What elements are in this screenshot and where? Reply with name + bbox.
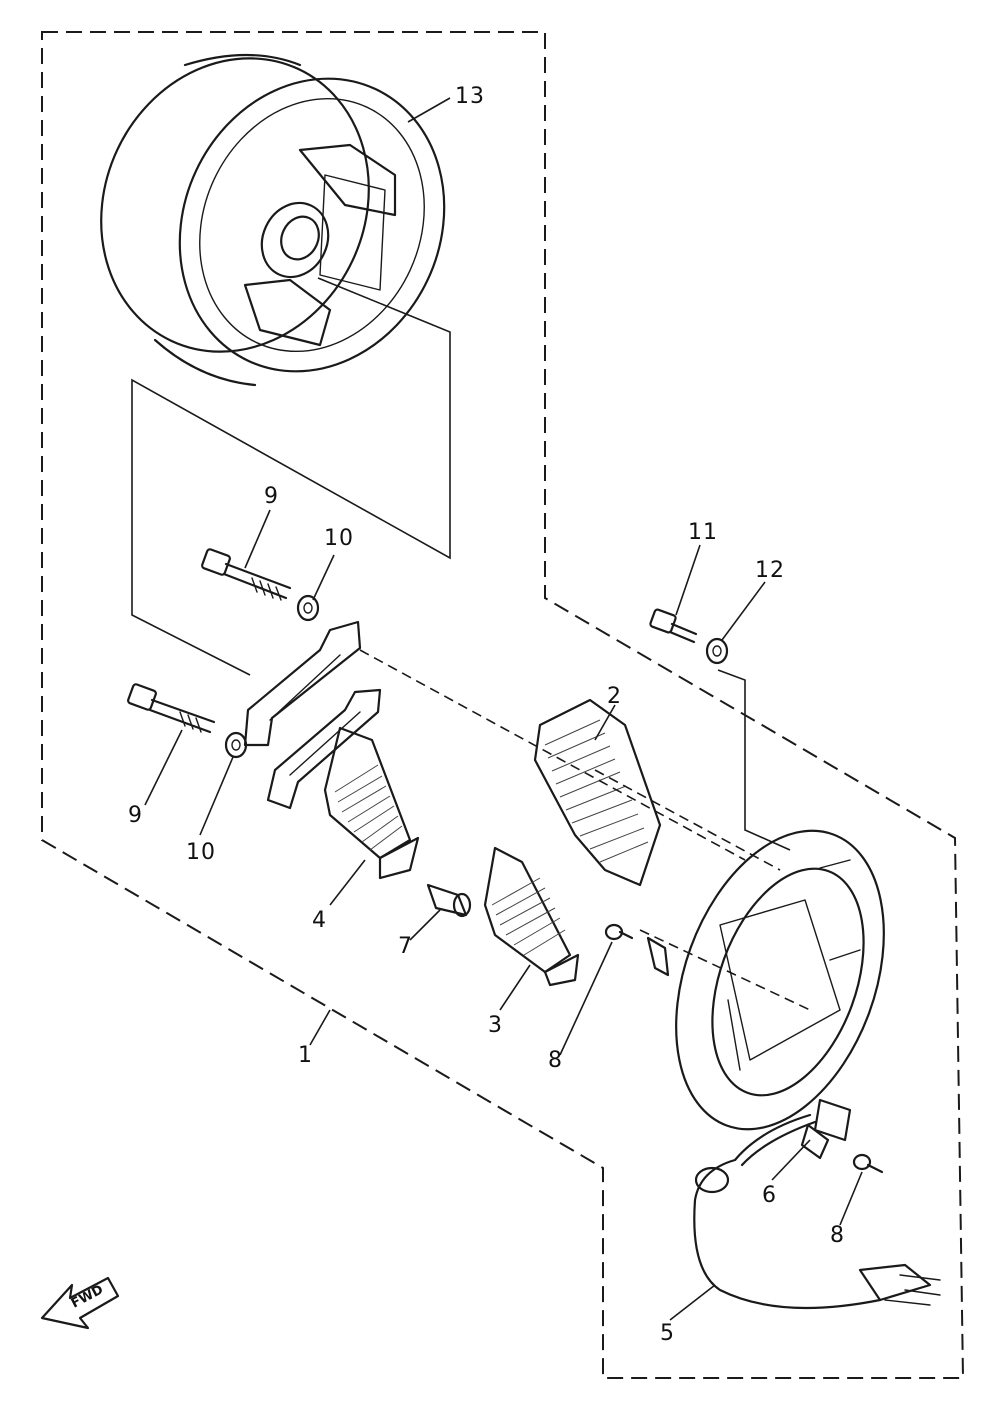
callout-2: 2	[607, 684, 622, 709]
bolt-upper	[201, 548, 292, 601]
callout-7: 7	[398, 934, 413, 959]
wiring-harness	[693, 1113, 941, 1310]
bracket-lower	[266, 688, 382, 810]
bolt-12	[649, 608, 698, 644]
rotor-flywheel	[100, 53, 451, 676]
regulator-unit-3	[483, 846, 580, 987]
callout-4: 4	[312, 908, 327, 933]
assembly-boundary	[41, 31, 965, 1379]
callout-8-lower: 8	[830, 1223, 845, 1248]
washer-upper	[296, 594, 320, 622]
clamp-6	[800, 1098, 852, 1160]
callout-10-lower: 10	[186, 840, 216, 865]
clip	[646, 936, 670, 977]
washer-13	[705, 637, 729, 665]
collar-7	[426, 883, 472, 918]
callout-10-upper: 10	[324, 526, 354, 551]
callout-11: 13	[455, 84, 485, 109]
screw-8-lower	[852, 1153, 884, 1174]
callout-5: 5	[660, 1321, 675, 1346]
callout-9-upper: 9	[264, 484, 279, 509]
bracket-upper	[243, 620, 362, 747]
bolt-lower	[127, 683, 216, 734]
callout-3: 3	[488, 1013, 503, 1038]
callout-8-middle: 8	[548, 1048, 563, 1073]
callout-13: 12	[755, 558, 785, 583]
stator-plate	[675, 829, 885, 1131]
callout-1: 1	[298, 1043, 313, 1068]
callout-6: 6	[762, 1183, 777, 1208]
module-unit-2	[533, 698, 662, 887]
callout-9-lower: 9	[128, 803, 143, 828]
regulator-unit-4	[323, 726, 420, 880]
forward-arrow-icon: FWD	[40, 1276, 120, 1330]
callout-12: 11	[688, 520, 718, 545]
washer-lower	[224, 731, 248, 759]
screw-8-upper	[604, 923, 634, 941]
